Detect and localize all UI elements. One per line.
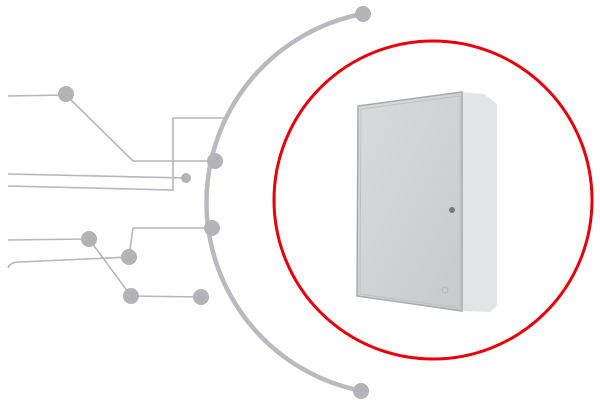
node-dot bbox=[181, 173, 191, 183]
lock-icon bbox=[449, 207, 455, 213]
connector-line bbox=[7, 117, 228, 191]
node-dot bbox=[123, 288, 139, 304]
node-dot bbox=[121, 249, 137, 265]
arc bbox=[204, 11, 363, 394]
connector-line bbox=[7, 173, 187, 179]
connector-line bbox=[7, 256, 130, 269]
highlight-ring bbox=[272, 39, 594, 361]
connector-lines bbox=[7, 94, 228, 298]
connector-line bbox=[7, 94, 215, 162]
node-dots bbox=[58, 6, 371, 399]
connector-line bbox=[7, 238, 202, 298]
node-dot bbox=[204, 220, 220, 236]
node-dot bbox=[193, 289, 209, 305]
connector-line bbox=[128, 227, 212, 258]
node-dot bbox=[355, 6, 371, 22]
node-dot bbox=[58, 86, 74, 102]
node-dot bbox=[207, 153, 223, 169]
node-dot bbox=[353, 383, 369, 399]
node-dot bbox=[81, 231, 97, 247]
meter-cabinet-icon bbox=[356, 91, 497, 312]
